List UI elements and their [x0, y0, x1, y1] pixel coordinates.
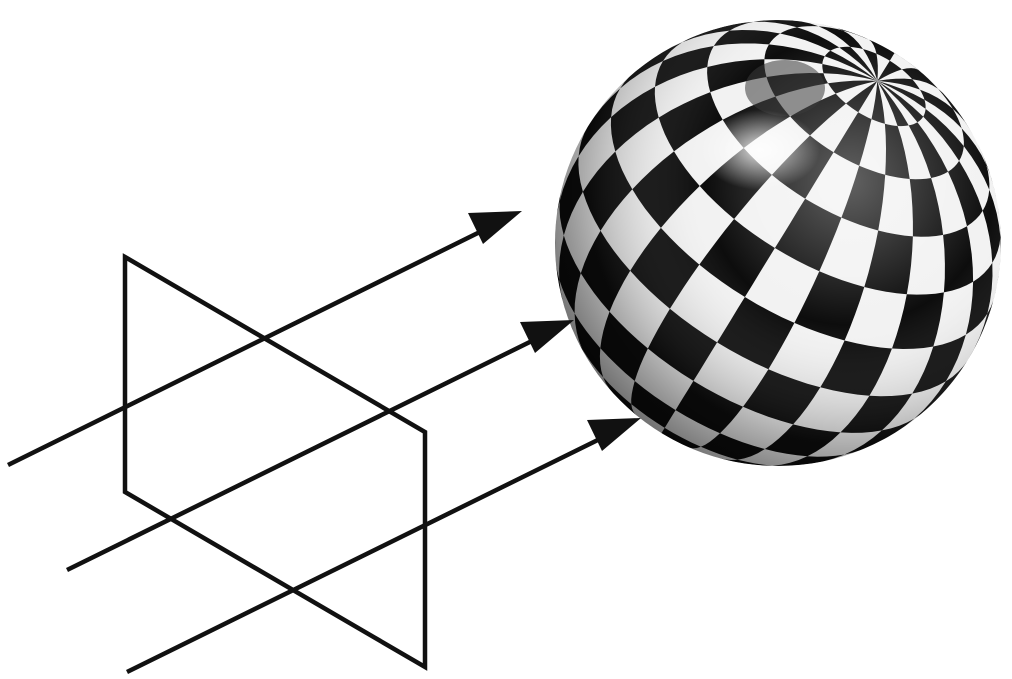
projection-plane: [125, 257, 425, 667]
ray-middle: [67, 320, 574, 570]
ray-bottom: [127, 418, 641, 672]
projection-rays: [8, 211, 641, 672]
checkered-sphere: [555, 20, 1001, 466]
arrowhead-icon: [587, 418, 641, 451]
arrowhead-icon: [468, 211, 522, 244]
ray-top: [8, 211, 522, 465]
arrowhead-icon: [520, 320, 574, 353]
